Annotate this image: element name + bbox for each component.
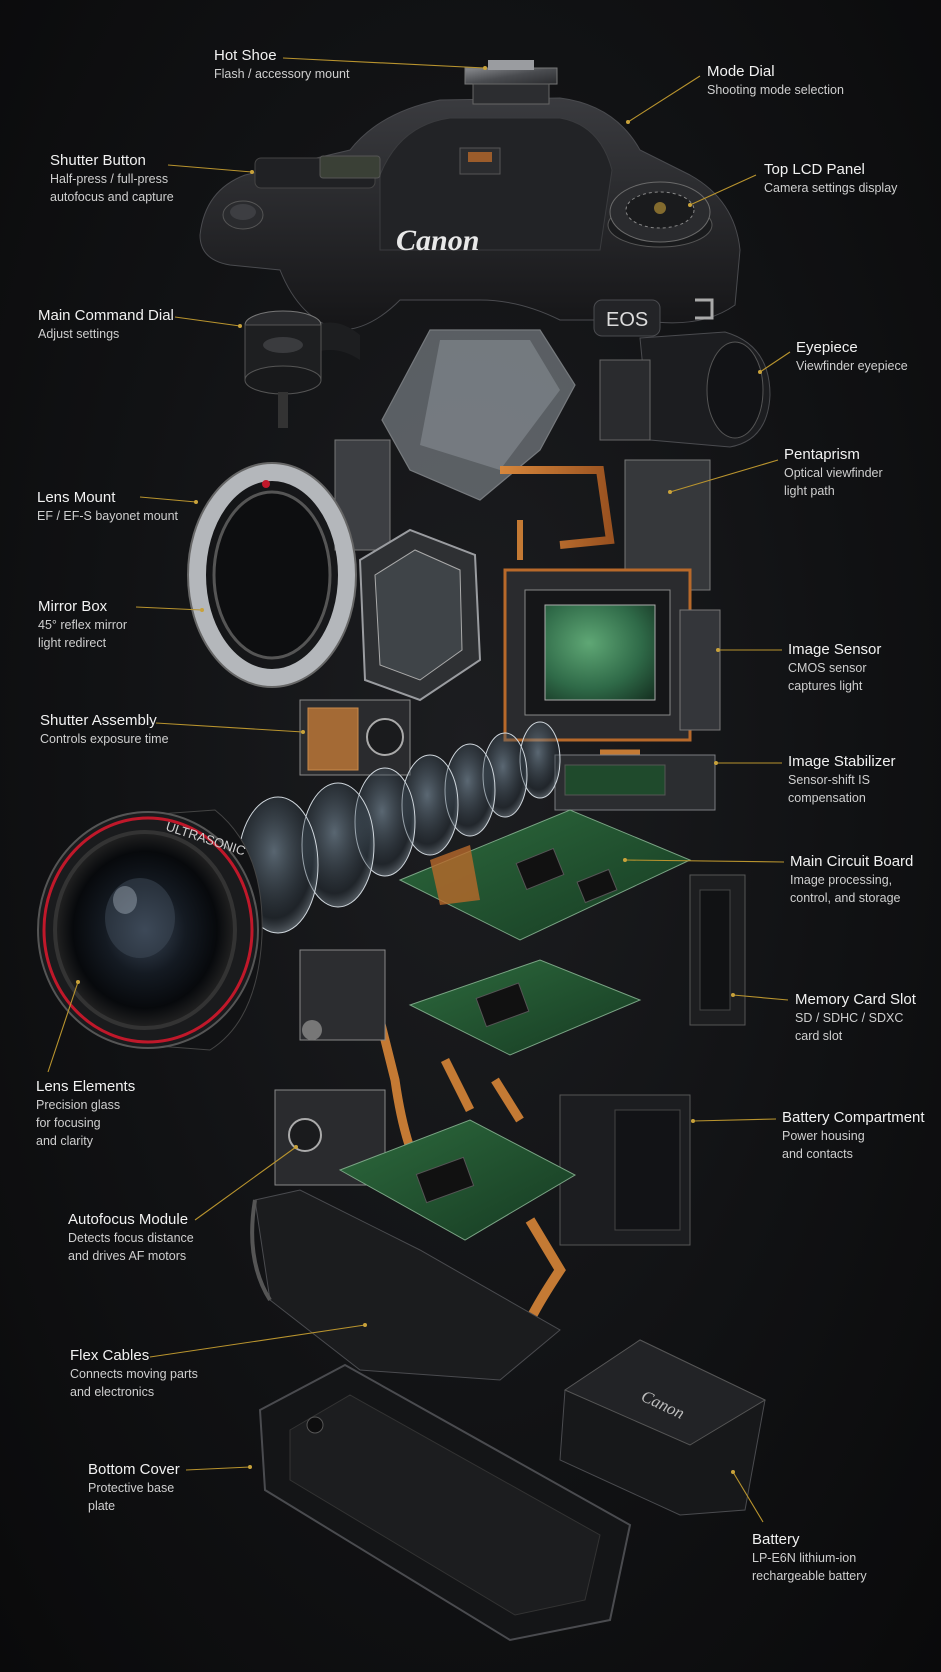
autofocus-module-part	[274, 949, 386, 1186]
mirror-box-part	[358, 528, 482, 702]
label-desc: Image processing, control, and storage	[790, 873, 901, 905]
label-top-lcd: Top LCD Panel Camera settings display	[764, 160, 897, 197]
label-title: Top LCD Panel	[764, 161, 865, 178]
label-image-stabilizer: Image Stabilizer Sensor-shift IS compens…	[788, 752, 896, 807]
main-circuit-board-part	[398, 809, 692, 941]
label-desc: CMOS sensor captures light	[788, 661, 867, 693]
label-af-module: Autofocus Module Detects focus distance …	[68, 1210, 194, 1265]
main-command-dial-part	[244, 310, 322, 428]
label-battery-compartment: Battery Compartment Power housing and co…	[782, 1108, 925, 1163]
label-mode-dial: Mode Dial Shooting mode selection	[707, 62, 844, 99]
label-desc: Controls exposure time	[40, 732, 169, 746]
label-desc: Shooting mode selection	[707, 83, 844, 97]
label-title: Pentaprism	[784, 446, 860, 463]
label-eyepiece: Eyepiece Viewfinder eyepiece	[796, 338, 908, 375]
label-desc: LP-E6N lithium-ion rechargeable battery	[752, 1551, 867, 1583]
label-desc: Viewfinder eyepiece	[796, 359, 908, 373]
lens-mount-part	[187, 462, 357, 688]
label-title: Image Sensor	[788, 641, 882, 658]
internal-chassis	[334, 439, 711, 591]
label-title: Image Stabilizer	[788, 753, 896, 770]
label-title: Lens Elements	[36, 1078, 136, 1095]
top-lcd-panel	[319, 155, 381, 179]
label-desc: Flash / accessory mount	[214, 67, 350, 81]
label-desc: Camera settings display	[764, 181, 898, 195]
grip-frame-part	[250, 1189, 561, 1381]
label-title: Mode Dial	[707, 63, 775, 80]
image-stabilizer-part	[554, 749, 716, 811]
label-desc: Adjust settings	[38, 327, 120, 341]
shutter-assembly-part	[299, 699, 411, 776]
label-main-dial: Main Command Dial Adjust settings	[38, 306, 174, 343]
label-title: Bottom Cover	[88, 1461, 180, 1478]
leader-lines	[47, 57, 791, 1523]
label-desc: Half-press / full-press autofocus and ca…	[50, 172, 174, 204]
label-desc: EF / EF-S bayonet mount	[37, 509, 179, 523]
label-desc: Protective base plate	[88, 1481, 175, 1513]
label-desc: Detects focus distance and drives AF mot…	[68, 1231, 194, 1263]
label-title: Lens Mount	[37, 489, 116, 506]
mode-dial-part	[607, 181, 713, 248]
label-shutter-assembly: Shutter Assembly Controls exposure time	[40, 711, 169, 748]
memory-card-slot-part	[689, 874, 746, 1026]
bottom-cover-part	[258, 1363, 632, 1642]
label-title: Memory Card Slot	[795, 991, 916, 1008]
label-desc: Power housing and contacts	[782, 1129, 865, 1161]
label-battery: Battery LP-E6N lithium-ion rechargeable …	[752, 1530, 867, 1585]
label-title: Main Command Dial	[38, 307, 174, 324]
label-desc: SD / SDHC / SDXC card slot	[795, 1011, 904, 1043]
hot-shoe-part	[464, 60, 558, 105]
label-desc: Precision glass for focusing and clarity	[36, 1098, 121, 1148]
label-title: Eyepiece	[796, 339, 858, 356]
label-shutter-button: Shutter Button Half-press / full-press a…	[50, 151, 174, 206]
canon-logo: Canon	[396, 224, 479, 257]
label-desc: Optical viewfinder light path	[784, 466, 883, 498]
label-title: Shutter Button	[50, 152, 146, 169]
label-bottom-cover: Bottom Cover Protective base plate	[88, 1460, 180, 1515]
camera-body-top: Canon EOS	[199, 60, 741, 360]
label-title: Mirror Box	[38, 598, 108, 615]
label-flex-cables: Flex Cables Connects moving parts and el…	[70, 1346, 198, 1401]
eyepiece-part	[599, 331, 771, 448]
label-title: Battery	[752, 1531, 800, 1548]
label-hot-shoe: Hot Shoe Flash / accessory mount	[214, 46, 349, 83]
label-desc: Connects moving parts and electronics	[70, 1367, 198, 1399]
label-lens-mount: Lens Mount EF / EF-S bayonet mount	[37, 488, 178, 525]
label-pentaprism: Pentaprism Optical viewfinder light path	[784, 445, 883, 500]
label-mirror-box: Mirror Box 45° reflex mirror light redir…	[38, 597, 127, 652]
label-desc: Sensor-shift IS compensation	[788, 773, 870, 805]
label-title: Autofocus Module	[68, 1211, 189, 1228]
label-desc: 45° reflex mirror light redirect	[38, 618, 128, 650]
label-title: Flex Cables	[70, 1347, 150, 1364]
label-title: Battery Compartment	[782, 1109, 925, 1126]
label-image-sensor: Image Sensor CMOS sensor captures light	[788, 640, 881, 695]
lens-part: ULTRASONIC	[37, 809, 263, 1051]
label-lens-elements: Lens Elements Precision glass for focusi…	[36, 1077, 135, 1150]
label-title: Main Circuit Board	[790, 853, 914, 870]
eos-badge: EOS	[606, 309, 648, 331]
label-memory-card: Memory Card Slot SD / SDHC / SDXC card s…	[795, 990, 916, 1045]
battery-compartment-part	[559, 1094, 691, 1246]
shutter-button-part	[230, 204, 256, 220]
battery-part: Canon	[559, 1339, 767, 1516]
pentaprism-part	[381, 329, 576, 501]
label-title: Hot Shoe	[214, 47, 277, 64]
label-main-board: Main Circuit Board Image processing, con…	[790, 852, 913, 907]
image-sensor-part	[503, 568, 721, 742]
label-title: Shutter Assembly	[40, 712, 157, 729]
